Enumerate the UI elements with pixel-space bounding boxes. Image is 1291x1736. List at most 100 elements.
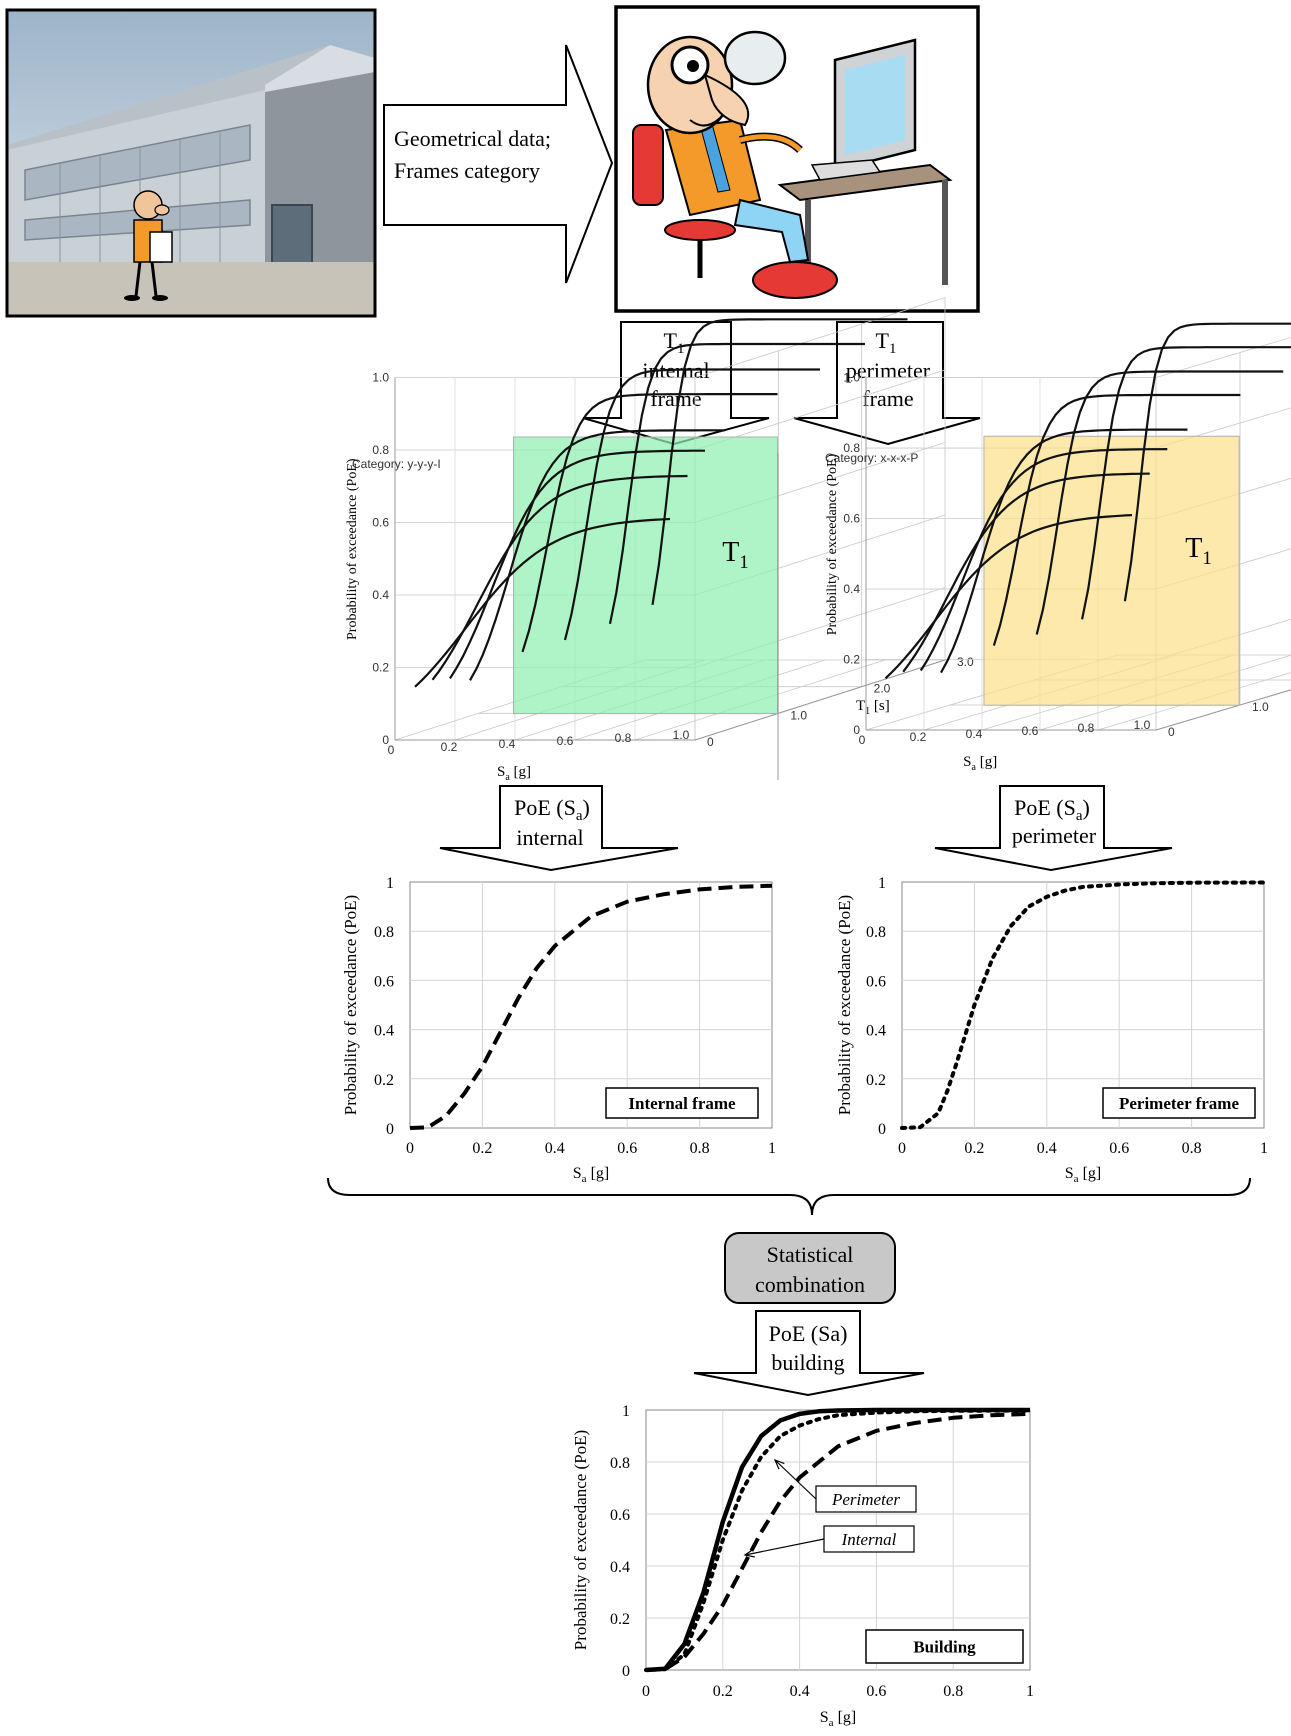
z-axis-label: Probability of exceedance (PoE) xyxy=(825,453,840,635)
y-tick-label: 0 xyxy=(622,1663,630,1680)
period-plane xyxy=(513,436,778,715)
x-tick-label: 0.8 xyxy=(1078,721,1095,735)
chart-label-box xyxy=(605,1087,759,1119)
series-line-dashed xyxy=(645,1411,1031,1672)
annotation-arrowhead xyxy=(743,1548,755,1558)
arrow-poe-building-line-2: building xyxy=(771,1350,844,1375)
surface-plot-perimeter: 00.20.40.60.81.000.20.40.60.81.001.02.03… xyxy=(825,322,1291,773)
x-tick-label: 1 xyxy=(1026,1683,1034,1700)
x-tick-label: 0.4 xyxy=(966,727,983,741)
chart-label-box xyxy=(1102,1087,1256,1119)
plane-label: T1 xyxy=(722,537,749,573)
combination-line-2: combination xyxy=(755,1272,865,1297)
y-tick-label: 0 xyxy=(878,1121,886,1138)
t-tick-label: 0 xyxy=(707,735,714,749)
series-line-dotted xyxy=(900,880,1266,1130)
y-tick-label: 0.4 xyxy=(866,1023,886,1040)
y-tick-label: 1 xyxy=(386,875,394,892)
x-tick-label: 0.2 xyxy=(441,740,458,754)
annotation-text: Internal xyxy=(841,1530,897,1549)
y-axis-label: Probability of exceedance (PoE) xyxy=(835,895,854,1115)
arrow-poe-perimeter-line-1: PoE (Sa) xyxy=(1014,795,1090,824)
x-axis-label: Sa [g] xyxy=(497,764,531,783)
z-tick-label: 0 xyxy=(853,723,860,737)
z-tick-label: 0.6 xyxy=(372,515,389,529)
x-tick-label: 0 xyxy=(859,733,866,747)
annotation-leader xyxy=(774,1459,817,1500)
x-tick-label: 0.4 xyxy=(1037,1140,1057,1157)
input-arrow-line-1: Geometrical data; xyxy=(394,126,551,151)
x-tick-label: 0 xyxy=(642,1683,650,1700)
arrow-t1-internal-symbol: T1 xyxy=(664,328,685,357)
y-tick-label: 0.4 xyxy=(374,1023,394,1040)
x-axis-label: Sa [g] xyxy=(1065,1165,1101,1185)
arrow-poe-building: PoE (Sa) building xyxy=(693,1310,925,1397)
y-tick-label: 0.2 xyxy=(374,1072,394,1089)
annotation-leader xyxy=(744,1538,825,1556)
fragility-curve xyxy=(651,318,908,605)
category-label: Category: x-x-x-P xyxy=(825,451,918,465)
series-line-dashed xyxy=(409,883,773,1130)
x-axis-label: Sa [g] xyxy=(963,754,997,773)
fragility-curve xyxy=(521,393,778,653)
chart-label-text: Internal frame xyxy=(628,1094,736,1113)
y-tick-label: 0.2 xyxy=(610,1611,630,1628)
arrow-poe-perimeter-line-2: perimeter xyxy=(1012,823,1097,848)
t-tick-label: 1.0 xyxy=(790,708,807,722)
arrow-poe-perimeter: PoE (Sa) perimeter xyxy=(934,785,1173,872)
fragility-curve xyxy=(919,448,1168,672)
fragility-curve xyxy=(449,449,705,679)
fragility-curve xyxy=(1123,322,1291,602)
grid-line xyxy=(1155,407,1291,449)
y-tick-label: 0.6 xyxy=(610,1507,630,1524)
y-axis-label: Probability of exceedance (PoE) xyxy=(341,895,360,1115)
combining-brace xyxy=(327,1177,1251,1216)
y-tick-label: 0.6 xyxy=(866,973,886,990)
x-tick-label: 0.6 xyxy=(866,1683,886,1700)
input-arrow-line-2: Frames category xyxy=(394,158,540,183)
grid-line xyxy=(1155,336,1291,378)
z-tick-label: 0.8 xyxy=(372,443,389,457)
x-tick-label: 0.8 xyxy=(690,1140,710,1157)
chart-label-text: Perimeter frame xyxy=(1119,1094,1239,1113)
chart-label-box xyxy=(865,1629,1024,1664)
fragility-curve xyxy=(884,514,1133,680)
x-tick-label: 0.6 xyxy=(1022,724,1039,738)
x-tick-label: 0.8 xyxy=(943,1683,963,1700)
engineer-illustration xyxy=(614,5,980,313)
y-tick-label: 1 xyxy=(622,1403,630,1420)
y-tick-label: 0.6 xyxy=(374,973,394,990)
arrow-t1-perimeter: T1 perimeter frame xyxy=(793,321,981,446)
combination-line-1: Statistical xyxy=(767,1242,854,1267)
x-tick-label: 0.8 xyxy=(615,731,632,745)
arrow-t1-perimeter-symbol: T1 xyxy=(876,328,897,357)
fragility-curve xyxy=(469,429,725,681)
z-tick-label: 0.2 xyxy=(372,660,389,674)
fragility-curve xyxy=(431,474,688,681)
z-axis-label: Probability of exceedance (PoE) xyxy=(345,458,360,640)
y-tick-label: 0.4 xyxy=(610,1559,630,1576)
arrow-poe-building-line-1: PoE (Sa) xyxy=(769,1321,848,1346)
series-line-dotted xyxy=(644,1408,1032,1672)
x-tick-label: 1 xyxy=(1260,1140,1268,1157)
z-tick-label: 0.4 xyxy=(372,588,389,602)
x-tick-label: 0 xyxy=(388,743,395,757)
t-tick-label: 0 xyxy=(1168,725,1175,739)
z-tick-label: 0.4 xyxy=(843,582,860,596)
x-tick-label: 0 xyxy=(406,1140,414,1157)
y-tick-label: 0.8 xyxy=(866,924,886,941)
x-tick-label: 0 xyxy=(898,1140,906,1157)
building-photo xyxy=(5,8,377,318)
x-tick-label: 0.6 xyxy=(617,1140,637,1157)
chart-label-text: Building xyxy=(913,1638,976,1657)
x-tick-label: 1 xyxy=(768,1140,776,1157)
arrow-t1-internal-line-2: frame xyxy=(650,386,701,411)
z-tick-label: 1.0 xyxy=(372,370,389,384)
z-tick-label: 0 xyxy=(382,733,389,747)
fragility-curve xyxy=(1035,370,1284,635)
x-tick-label: 0.2 xyxy=(964,1140,984,1157)
plane-label: T1 xyxy=(1185,533,1212,569)
